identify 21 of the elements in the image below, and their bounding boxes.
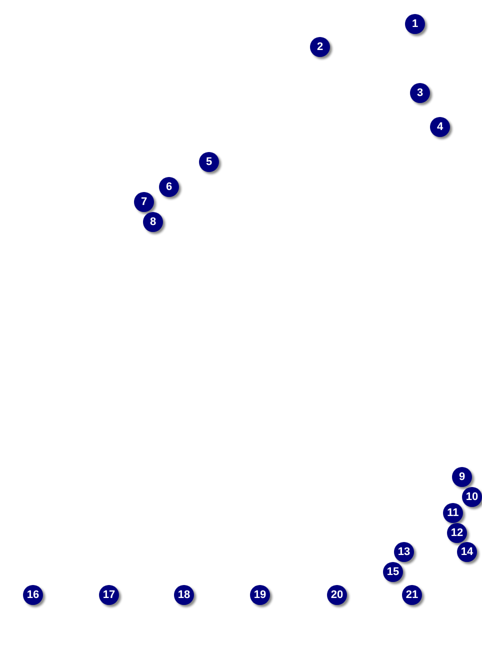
callout-number: 13	[394, 542, 414, 562]
callout-number: 21	[402, 585, 422, 605]
callout-number: 6	[159, 177, 179, 197]
callout-number: 14	[457, 542, 477, 562]
callout-number: 3	[410, 83, 430, 103]
callout-number: 19	[250, 585, 270, 605]
callout-number: 12	[447, 523, 467, 543]
callout-number: 20	[327, 585, 347, 605]
callout-number: 7	[134, 192, 154, 212]
callout-number: 4	[430, 117, 450, 137]
callout-number: 15	[383, 562, 403, 582]
callout-number: 9	[452, 467, 472, 487]
callout-number: 18	[174, 585, 194, 605]
callout-number: 17	[99, 585, 119, 605]
callout-number: 16	[23, 585, 43, 605]
callout-number: 5	[199, 152, 219, 172]
callout-number: 11	[443, 503, 463, 523]
callout-number: 1	[405, 14, 425, 34]
callout-number: 2	[310, 37, 330, 57]
callout-number: 10	[462, 487, 482, 507]
callout-number: 8	[143, 212, 163, 232]
